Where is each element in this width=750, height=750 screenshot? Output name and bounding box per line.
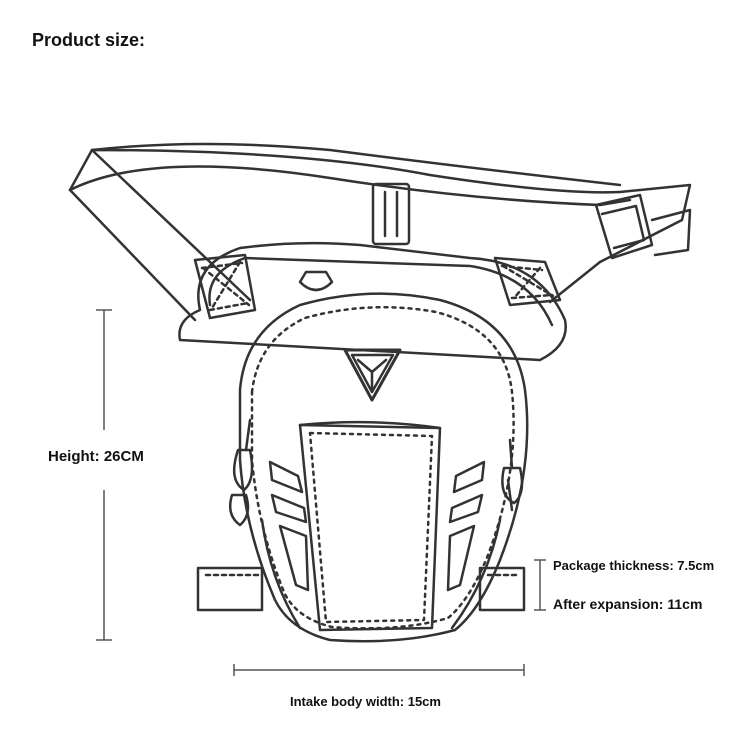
thickness-label: Package thickness: 7.5cm: [553, 558, 715, 573]
waist-strap: [68, 142, 692, 322]
left-thigh-strap: [196, 566, 264, 612]
thickness-dimension-line: [534, 559, 546, 611]
width-label: Intake body width: 15cm: [290, 694, 441, 709]
right-zipper-pull: [501, 438, 524, 512]
bag-body: [238, 292, 529, 643]
back-panel: [178, 241, 567, 362]
width-dimension-line: [233, 664, 525, 676]
right-strap-attachment: [493, 256, 562, 307]
right-reflective-strips: [446, 460, 486, 592]
expansion-label: After expansion: 11cm: [553, 596, 703, 612]
left-reflective-strips: [268, 460, 310, 592]
logo-badge: [343, 348, 402, 402]
d-ring: [298, 270, 334, 292]
side-release-buckle: [594, 193, 692, 260]
left-zipper-pull: [229, 418, 254, 527]
right-thigh-strap: [478, 566, 526, 612]
strap-slider: [371, 182, 411, 246]
left-strap-attachment: [193, 253, 257, 320]
page-title: Product size:: [32, 30, 146, 50]
height-dimension-line: [96, 309, 112, 641]
height-label: Height: 26CM: [48, 448, 144, 465]
reflective-panel: [298, 423, 442, 632]
